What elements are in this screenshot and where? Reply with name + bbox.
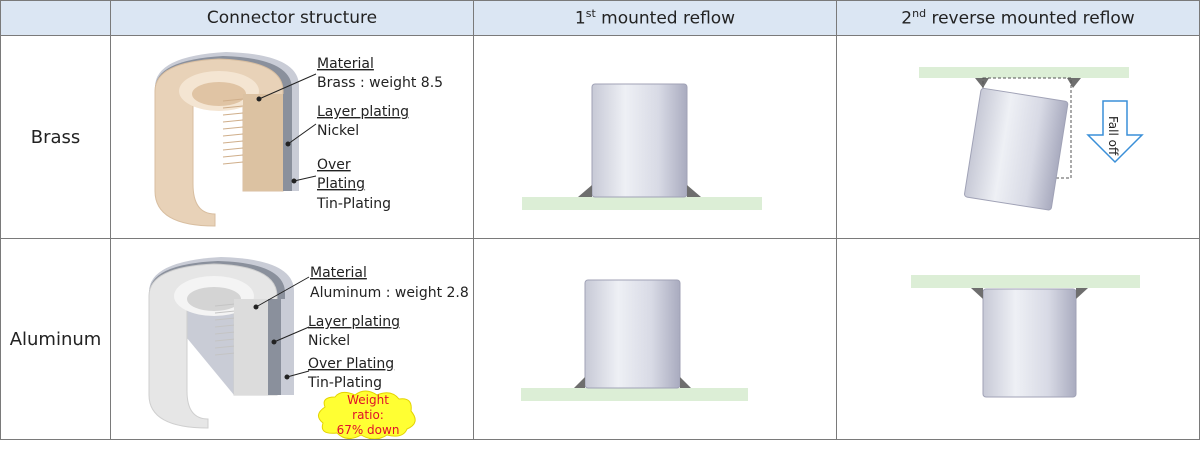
- fall-off-label: Fall off: [1106, 116, 1120, 156]
- solder-right: [1067, 78, 1081, 88]
- brass-bore: [192, 82, 246, 106]
- brass-structure-cell: Material Brass : weight 8.5 Layer platin…: [110, 35, 474, 239]
- brass-leaders: [256, 73, 317, 184]
- callout-line-3: 67% down: [337, 423, 400, 437]
- solder-right: [1076, 288, 1088, 299]
- aluminum-leaders: [253, 276, 310, 380]
- brass-reverse-mount-diagram: Fall off: [919, 67, 1144, 211]
- solder-right: [680, 377, 691, 388]
- brass-structure-diagram: Material Brass : weight 8.5 Layer platin…: [154, 52, 443, 227]
- aluminum-structure-cell: Material Aluminum : weight 2.8 Layer pla…: [110, 238, 474, 440]
- solder-left: [971, 288, 983, 299]
- header-col2-text: 1st mounted reflow: [574, 7, 736, 29]
- solder-left: [578, 185, 592, 197]
- brass-over-title-1: Over: [317, 157, 351, 173]
- connector-cylinder: [591, 83, 688, 198]
- brass-over-title-2: Plating: [317, 176, 365, 192]
- aluminum-material-title: Material: [310, 265, 367, 281]
- header-first-mounted: 1st mounted reflow: [473, 0, 837, 36]
- row-label-aluminum: Aluminum: [0, 238, 111, 440]
- aluminum-layer-value: Nickel: [308, 333, 350, 349]
- brass-threads: [222, 98, 244, 165]
- header-second-reverse: 2nd reverse mounted reflow: [836, 0, 1200, 36]
- row-label-text: Brass: [30, 126, 81, 148]
- pcb-board: [521, 388, 748, 401]
- callout-line-1: Weight: [347, 393, 389, 407]
- connector-cylinder: [584, 279, 681, 389]
- aluminum-material-value: Aluminum : weight 2.8: [310, 285, 469, 301]
- row-label-text: Aluminum: [9, 328, 102, 350]
- brass-material-title: Material: [317, 56, 374, 72]
- solder-right: [687, 185, 701, 197]
- connector-cylinder: [982, 288, 1077, 398]
- brass-reverse-mount-cell: Fall off: [836, 35, 1200, 239]
- aluminum-threads: [214, 303, 236, 356]
- header-connector-structure: Connector structure: [110, 0, 474, 36]
- brass-material-value: Brass : weight 8.5: [317, 75, 443, 91]
- callout-line-2: ratio:: [352, 408, 384, 422]
- row-label-brass: Brass: [0, 35, 111, 239]
- brass-layer-title: Layer plating: [317, 104, 409, 120]
- header-empty-cell: [0, 0, 111, 36]
- brass-first-mount-cell: [473, 35, 837, 239]
- falling-connector: [964, 87, 1069, 211]
- aluminum-over-title: Over Plating: [308, 356, 394, 372]
- pcb-board-top: [911, 275, 1140, 288]
- aluminum-layer-title: Layer plating: [308, 314, 400, 330]
- pcb-board-top: [919, 67, 1129, 78]
- aluminum-nickel-section: [268, 299, 281, 395]
- brass-first-mount-diagram: [522, 83, 762, 210]
- weight-ratio-callout: [318, 390, 416, 440]
- pcb-board: [522, 197, 762, 210]
- brass-section: [243, 94, 283, 191]
- aluminum-reverse-mount-diagram: [911, 275, 1140, 398]
- aluminum-tin-section: [281, 299, 294, 395]
- header-col1-text: Connector structure: [206, 8, 378, 28]
- solder-left: [975, 78, 989, 88]
- solder-left: [574, 377, 585, 388]
- header-col3-text: 2nd reverse mounted reflow: [901, 7, 1135, 29]
- aluminum-reverse-mount-cell: [836, 238, 1200, 440]
- brass-layer-value: Nickel: [317, 123, 359, 139]
- aluminum-section: [234, 299, 268, 395]
- aluminum-bore: [187, 287, 241, 311]
- aluminum-structure-diagram: Material Aluminum : weight 2.8 Layer pla…: [148, 257, 469, 440]
- brass-over-value: Tin-Plating: [316, 196, 391, 212]
- brass-tin-section: [292, 94, 299, 191]
- aluminum-first-mount-cell: [473, 238, 837, 440]
- aluminum-over-value: Tin-Plating: [307, 375, 382, 391]
- fall-off-arrow-icon: [1086, 100, 1144, 164]
- aluminum-first-mount-diagram: [521, 279, 748, 401]
